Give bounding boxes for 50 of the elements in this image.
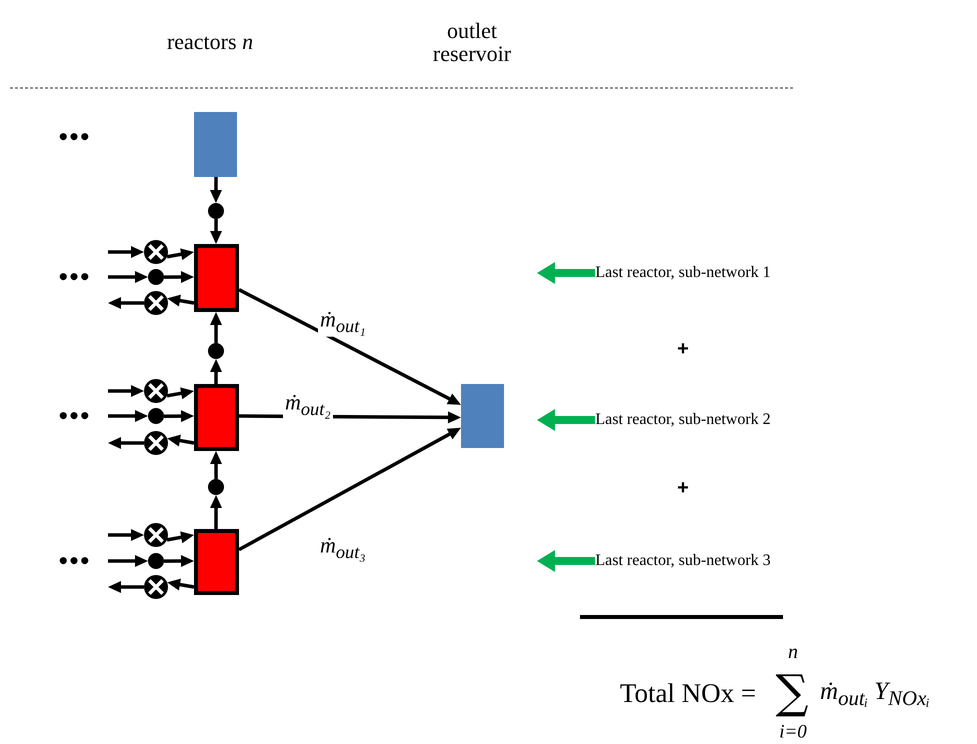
- reactor-box: [194, 529, 239, 595]
- formula-text: n: [788, 641, 798, 663]
- arrow: [164, 271, 194, 284]
- arrow: [238, 288, 461, 405]
- ellipsis: •••: [56, 266, 90, 288]
- ellipsis: •••: [56, 550, 90, 572]
- arrow: [210, 177, 222, 203]
- arrow: [210, 219, 222, 244]
- arrow: [164, 555, 194, 568]
- arrow: [108, 410, 148, 422]
- arrow: [537, 262, 595, 284]
- plus-sign: +: [677, 338, 689, 360]
- arrow: [167, 434, 194, 446]
- reservoir-box: [194, 112, 237, 177]
- reservoir-box: [461, 384, 504, 448]
- plus-sign: +: [677, 477, 689, 499]
- arrow: [537, 550, 595, 572]
- formula-text: i=0: [779, 722, 807, 744]
- column-heading: reactors n: [166, 30, 254, 54]
- arrow: [108, 529, 144, 541]
- arrow: [164, 410, 194, 422]
- formula-text: ṁ$_{outᵢ}$ Y$_{NOxᵢ}$: [820, 678, 930, 710]
- sub-network-label: Last reactor, sub-network 2: [595, 399, 771, 441]
- arrow: [108, 246, 144, 258]
- ellipsis: •••: [56, 126, 90, 148]
- arrow: [108, 297, 144, 309]
- arrow: [108, 437, 144, 449]
- arrow: [108, 385, 144, 397]
- arrow: [537, 409, 595, 431]
- arrow: [167, 578, 194, 591]
- arrow: [210, 312, 222, 343]
- ellipsis: •••: [56, 405, 90, 427]
- arrow: [108, 555, 148, 567]
- arrow: [210, 451, 222, 479]
- reactor-box: [194, 384, 239, 451]
- arrow: [210, 359, 222, 384]
- arrow: [210, 495, 222, 529]
- arrow: [166, 248, 194, 260]
- arrow: [108, 271, 148, 283]
- arrow: [108, 581, 144, 593]
- reactor-box: [194, 244, 239, 312]
- column-heading: outlet reservoir: [432, 18, 512, 66]
- formula-text: Total NOx =: [620, 679, 756, 709]
- arrow: [167, 294, 194, 307]
- arrow: [166, 531, 194, 544]
- arrow: [238, 428, 461, 552]
- sum-symbol: ∑: [776, 666, 808, 718]
- sub-network-label: Last reactor, sub-network 1: [595, 252, 771, 294]
- arrow: [166, 387, 194, 400]
- sub-network-label: Last reactor, sub-network 3: [595, 540, 771, 582]
